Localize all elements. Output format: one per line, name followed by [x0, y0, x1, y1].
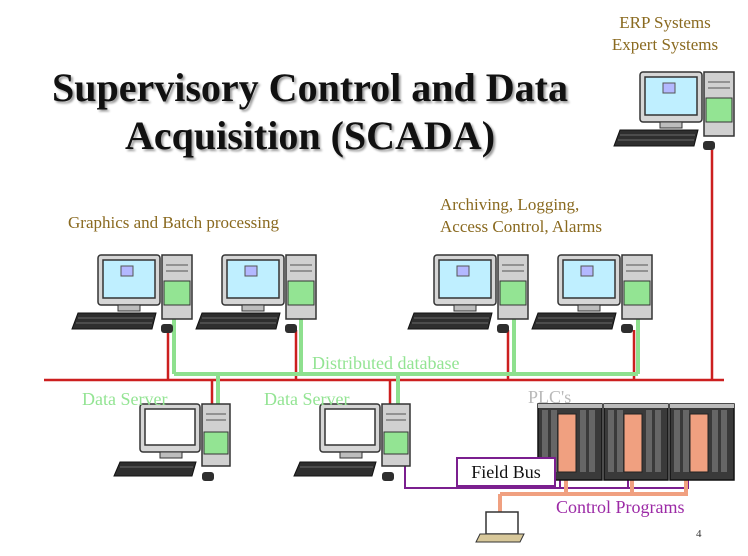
slide-title-line-1: Supervisory Control and Data: [52, 65, 568, 110]
field-bus-label: Field Bus: [456, 457, 556, 487]
data-server-label-1: Data Server: [82, 389, 168, 409]
archiving-label-line-1: Archiving, Logging,: [440, 195, 580, 214]
workstation-icon: [407, 254, 529, 334]
plc-rack-icon: [669, 403, 735, 481]
archiving-label-line-2: Access Control, Alarms: [440, 217, 602, 236]
graphics-label: Graphics and Batch processing: [68, 213, 280, 232]
slide-title-line-2: Acquisition (SCADA): [124, 113, 496, 158]
plcs-label: PLC's: [528, 387, 572, 407]
workstation-icon: [613, 71, 735, 151]
distributed-database-label: Distributed database: [312, 353, 460, 373]
erp-label: ERP Systems Expert Systems: [594, 12, 736, 56]
erp-label-line-2: Expert Systems: [611, 35, 719, 54]
laptop-icon: [475, 511, 525, 543]
workstation-icon: [531, 254, 653, 334]
archiving-label: Archiving, Logging, Access Control, Alar…: [440, 194, 602, 238]
page-number: 4: [696, 528, 702, 540]
workstation-icon: [195, 254, 317, 334]
server-icon: [293, 403, 411, 482]
erp-label-line-1: ERP Systems: [619, 13, 711, 32]
slide-title: Supervisory Control and Data Acquisition…: [0, 64, 620, 160]
control-programs-label: Control Programs: [556, 497, 685, 517]
plc-rack-icon: [603, 403, 669, 481]
data-server-label-2: Data Server: [264, 389, 350, 409]
server-icon: [113, 403, 231, 482]
